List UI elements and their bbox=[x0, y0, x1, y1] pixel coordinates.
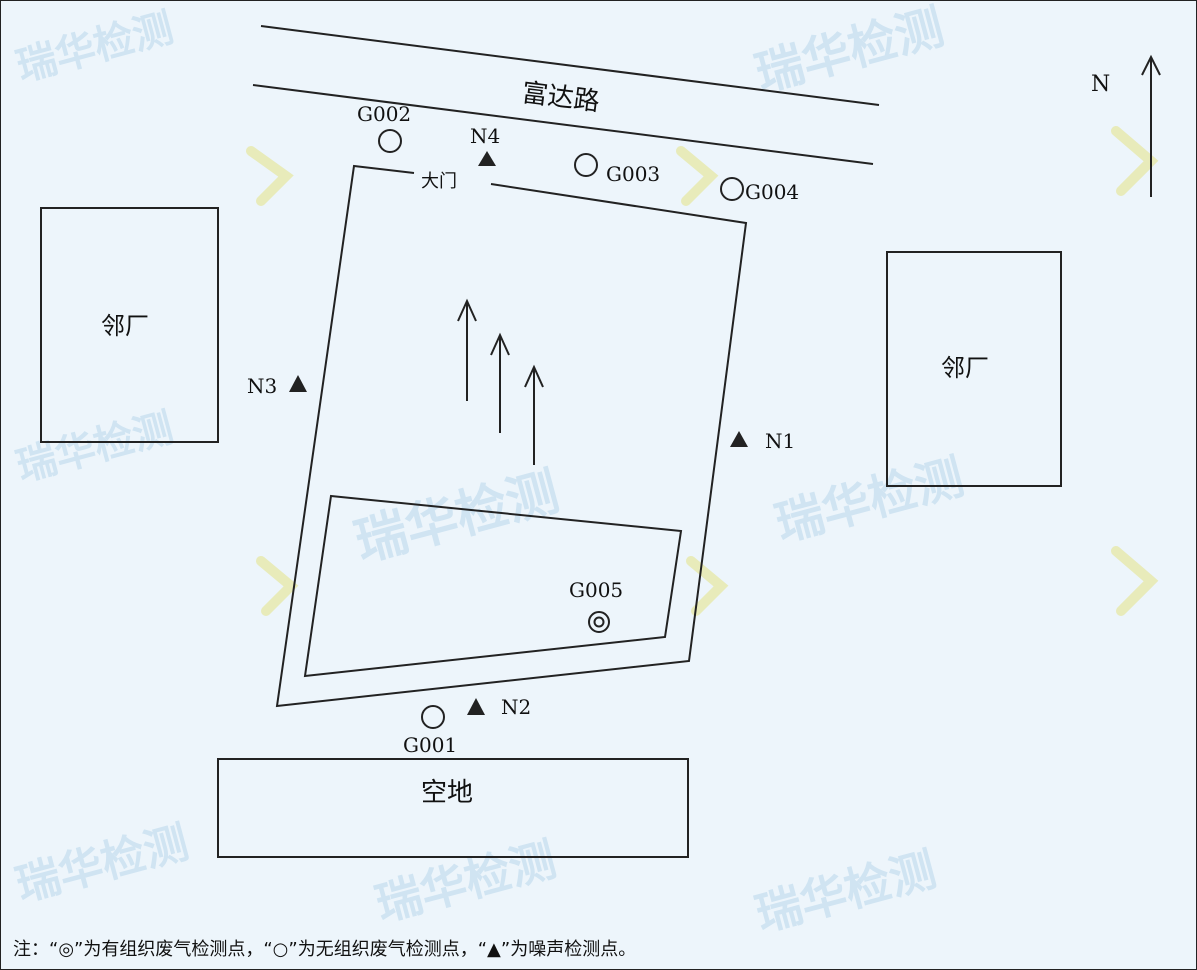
neighbor-factory-left-label: 邻厂 bbox=[101, 312, 149, 340]
point-label-n4: N4 bbox=[470, 124, 500, 148]
watermark: 瑞华检测 bbox=[750, 1, 950, 103]
organized-gas-point-icon bbox=[588, 611, 610, 633]
point-label-g003: G003 bbox=[606, 162, 660, 186]
gate-label: 大门 bbox=[421, 171, 457, 192]
plant-boundary bbox=[275, 164, 748, 708]
noise-point-icon bbox=[467, 698, 485, 715]
noise-point-icon bbox=[730, 431, 748, 447]
point-label-n3: N3 bbox=[247, 374, 277, 398]
noise-point-icon bbox=[289, 375, 307, 392]
watermark: 瑞华检测 bbox=[11, 817, 194, 912]
flow-arrows bbox=[457, 298, 544, 465]
north-label: N bbox=[1091, 72, 1110, 97]
neighbor-factory-left bbox=[40, 207, 219, 443]
workshop-building bbox=[303, 494, 683, 678]
vacant-lot bbox=[217, 758, 689, 858]
point-label-n1: N1 bbox=[765, 429, 795, 453]
point-label-g005: G005 bbox=[569, 578, 623, 602]
point-label-g001: G001 bbox=[403, 733, 457, 757]
noise-point-icon bbox=[478, 151, 496, 166]
fugitive-gas-point-icon bbox=[720, 177, 744, 201]
watermark: 瑞华检测 bbox=[750, 842, 942, 942]
legend-note: 注：“◎”为有组织废气检测点，“○”为无组织废气检测点，“▲”为噪声检测点。 bbox=[13, 939, 637, 960]
vacant-lot-label: 空地 bbox=[421, 778, 473, 808]
watermark: 瑞华检测 bbox=[770, 449, 970, 553]
watermark: 瑞华检测 bbox=[370, 832, 562, 932]
watermark: 瑞华检测 bbox=[12, 405, 178, 491]
road-label: 富达路 bbox=[520, 78, 601, 117]
road-edge-north bbox=[260, 25, 880, 106]
neighbor-factory-right-label: 邻厂 bbox=[941, 354, 989, 382]
fugitive-gas-point-icon bbox=[574, 153, 598, 177]
watermark: 瑞华检测 bbox=[12, 5, 178, 91]
road-edge-south bbox=[252, 84, 874, 165]
fugitive-gas-point-icon bbox=[421, 705, 445, 729]
point-label-n2: N2 bbox=[501, 695, 531, 719]
watermark: 瑞华检测 bbox=[349, 462, 565, 574]
point-label-g004: G004 bbox=[745, 180, 799, 204]
neighbor-factory-right bbox=[886, 251, 1062, 487]
point-label-g002: G002 bbox=[357, 102, 411, 126]
fugitive-gas-point-icon bbox=[378, 129, 402, 153]
north-arrow bbox=[1141, 54, 1161, 197]
